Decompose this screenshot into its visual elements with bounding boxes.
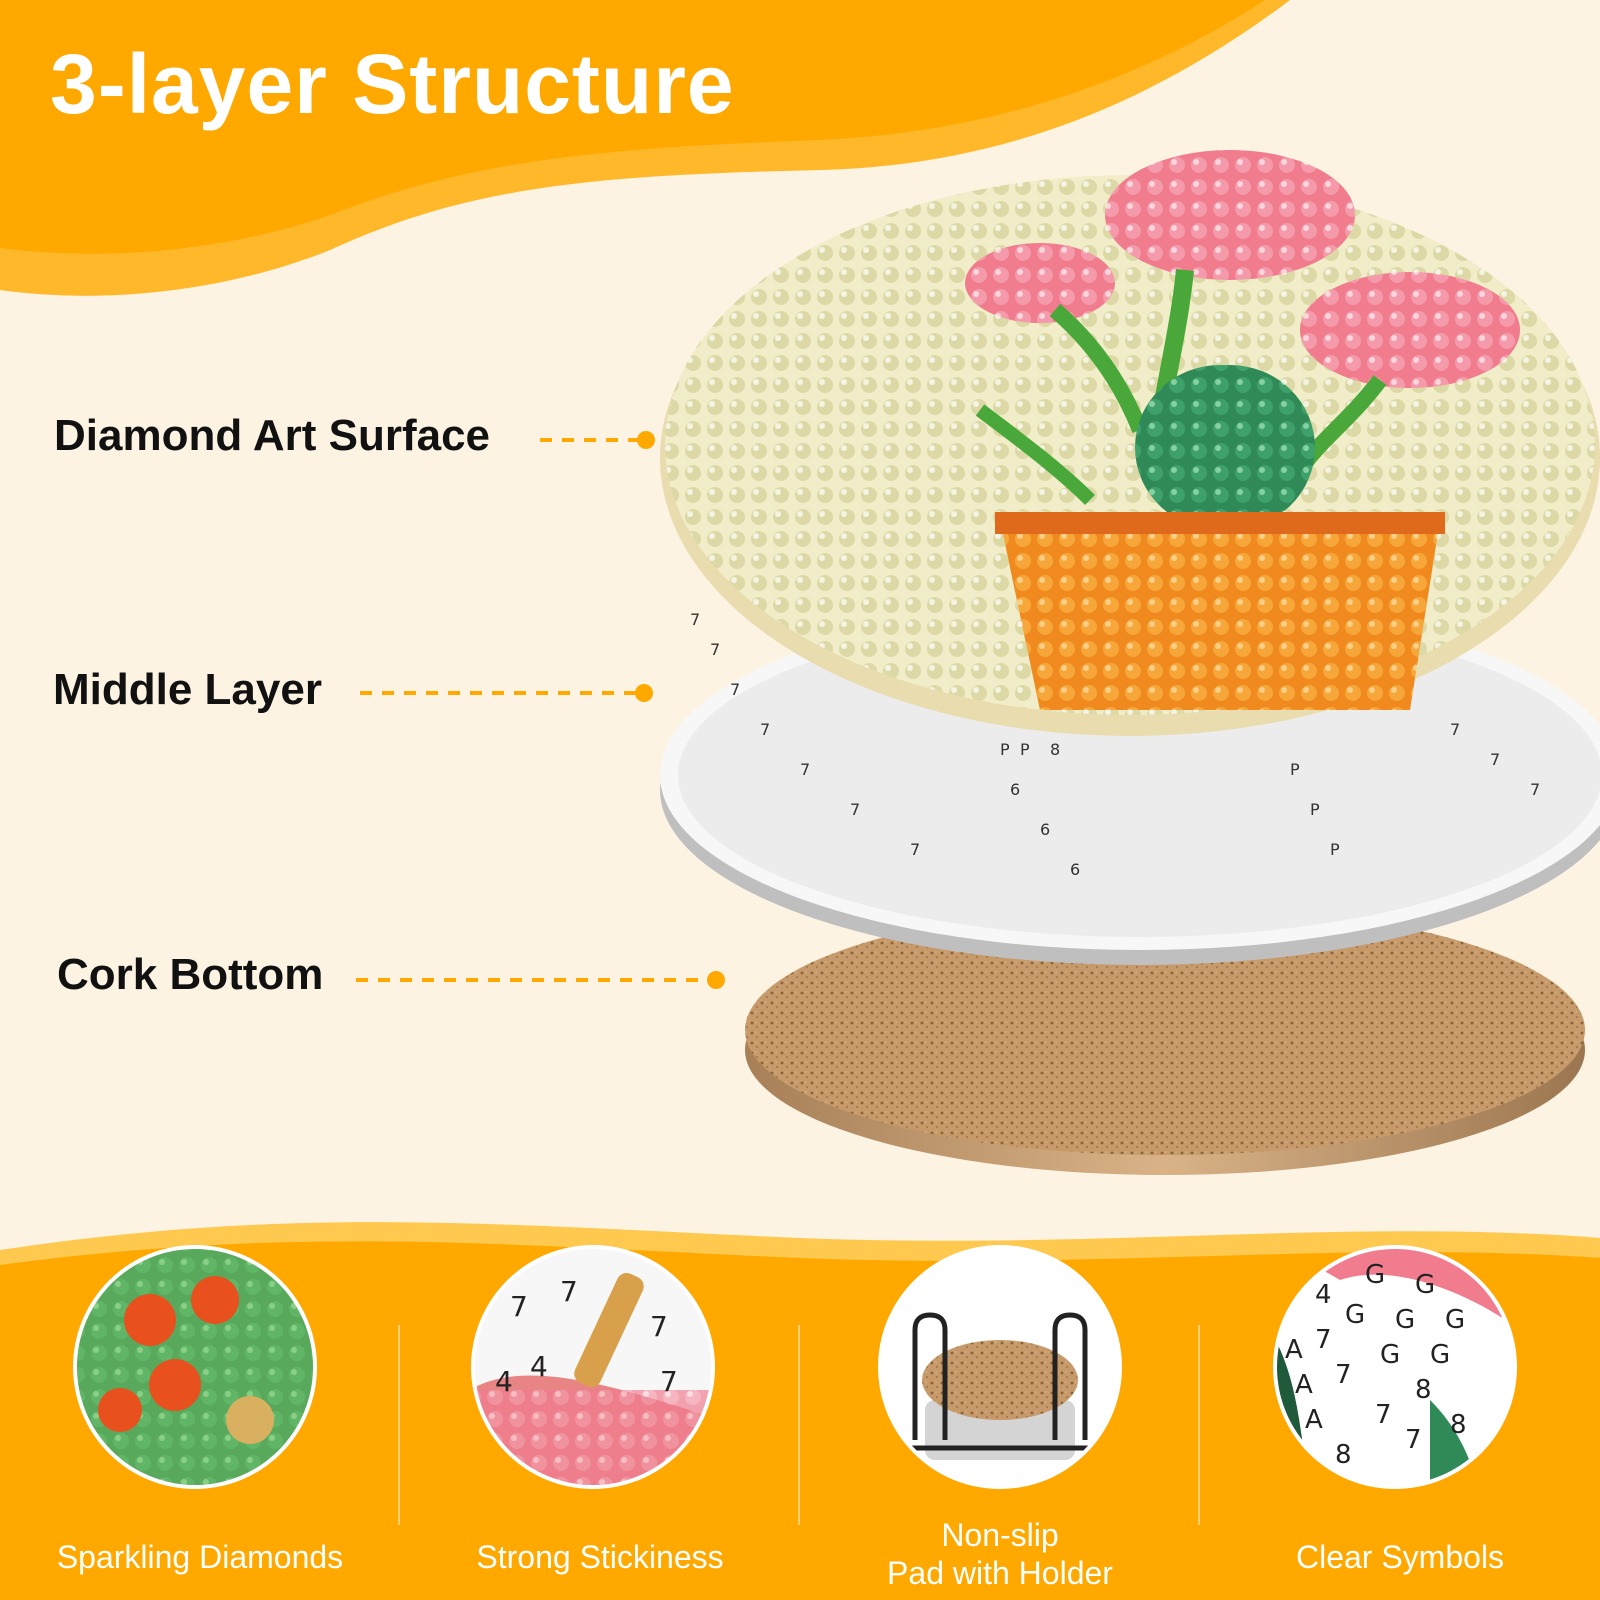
feature-label-clear-symbols: Clear Symbols bbox=[1295, 1539, 1505, 1575]
layer-label-middle-layer: Middle Layer bbox=[53, 665, 322, 714]
feature-label-non-slip-pad: Non-slip Pad with Holder bbox=[810, 1516, 1190, 1592]
feature-divider bbox=[398, 1325, 400, 1525]
feature-label-line: Pad with Holder bbox=[887, 1555, 1113, 1591]
feature-divider bbox=[1198, 1325, 1200, 1525]
feature-divider bbox=[798, 1325, 800, 1525]
page-title: 3-layer Structure bbox=[50, 37, 735, 131]
layer-label-diamond-art-surface: Diamond Art Surface bbox=[54, 411, 491, 460]
layer-label-cork-bottom: Cork Bottom bbox=[57, 950, 324, 999]
feature-label-strong-stickiness: Strong Stickiness bbox=[476, 1539, 724, 1575]
feature-label-sparkling-diamonds: Sparkling Diamonds bbox=[56, 1539, 344, 1575]
feature-label-line: Non-slip bbox=[941, 1517, 1059, 1553]
